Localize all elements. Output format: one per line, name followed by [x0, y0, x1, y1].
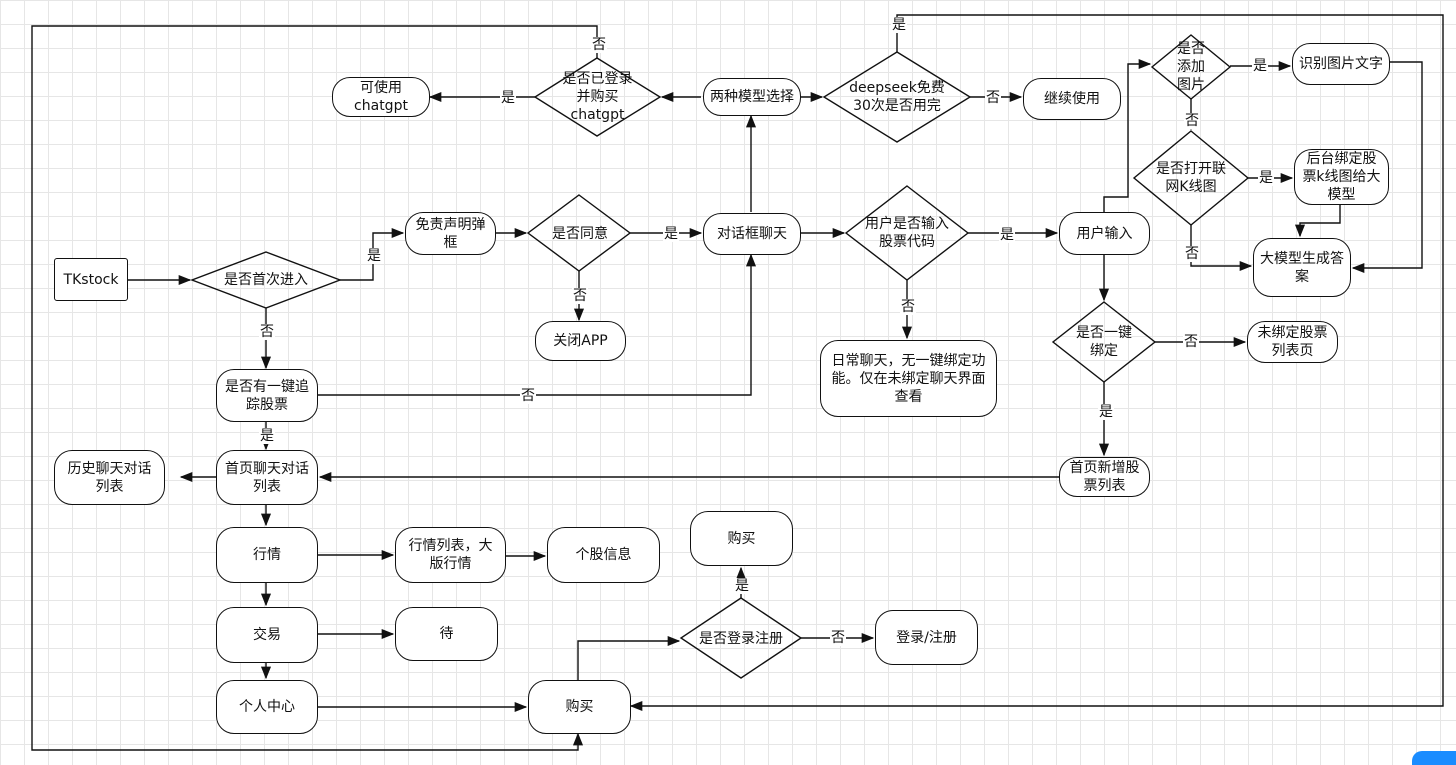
node-one-click-bind: 是否一键绑定 [1076, 325, 1132, 359]
shape-logged-gpt [533, 57, 662, 137]
node-login-register: 登录/注册 [875, 610, 978, 665]
label-no: 否 [520, 388, 536, 404]
node-personal: 个人中心 [216, 680, 318, 734]
node-track-stock: 是否有一键追踪股票 [216, 369, 318, 422]
shape-deepseek-free [822, 51, 972, 143]
node-agree: 是否同意 [552, 226, 608, 242]
node-close-app: 关闭APP [535, 321, 626, 361]
node-buy-top: 购买 [690, 511, 793, 566]
label-yes: 是 [500, 90, 516, 106]
node-llm-answer: 大模型生成答案 [1253, 238, 1351, 297]
label-yes: 是 [259, 428, 275, 444]
label-yes: 是 [999, 227, 1015, 243]
label-no: 否 [1183, 334, 1199, 350]
label-no: 否 [900, 299, 916, 315]
node-can-use-gpt: 可使用chatgpt [332, 77, 430, 117]
node-pending: 待 [395, 607, 498, 661]
label-no: 否 [259, 324, 275, 340]
node-market-list: 行情列表，大版行情 [395, 527, 506, 583]
node-login-check: 是否登录注册 [699, 631, 783, 647]
node-bind-kline: 后台绑定股票k线图给大模型 [1294, 149, 1389, 205]
label-no: 否 [591, 37, 607, 53]
node-history-list: 历史聊天对话列表 [54, 450, 165, 505]
node-disclaimer: 免责声明弹框 [405, 212, 496, 255]
node-deepseek-free: deepseek免费30次是否用完 [849, 80, 945, 114]
node-continue-use: 继续使用 [1023, 78, 1121, 120]
shape-login-check [679, 597, 803, 679]
label-yes: 是 [366, 248, 382, 264]
node-trade: 交易 [216, 607, 318, 663]
node-open-kline: 是否打开联网K线图 [1156, 161, 1226, 195]
node-market: 行情 [216, 527, 318, 583]
node-unbound-list: 未绑定股票列表页 [1247, 321, 1338, 363]
node-tkstock: TKstock [54, 258, 128, 301]
node-first-entry: 是否首次进入 [224, 272, 308, 288]
label-yes: 是 [663, 226, 679, 242]
node-home-chat-list: 首页聊天对话列表 [216, 450, 318, 505]
label-no: 否 [1184, 113, 1200, 129]
node-recognize-text: 识别图片文字 [1292, 43, 1390, 85]
label-no: 否 [830, 630, 846, 646]
node-user-input: 用户输入 [1059, 212, 1150, 255]
label-yes: 是 [734, 578, 750, 594]
node-input-code: 用户是否输入股票代码 [865, 216, 949, 250]
label-yes: 是 [1258, 170, 1274, 186]
corner-widget[interactable] [1412, 751, 1456, 765]
node-stock-info: 个股信息 [547, 527, 660, 583]
node-logged-gpt: 是否已登录并购买chatgpt [562, 71, 633, 123]
label-yes: 是 [891, 17, 907, 33]
node-home-new-list: 首页新增股票列表 [1059, 457, 1150, 497]
label-no: 否 [1184, 246, 1200, 262]
label-yes: 是 [1252, 58, 1268, 74]
node-chat-box: 对话框聊天 [703, 213, 801, 255]
node-add-image: 是否添加图片 [1177, 41, 1205, 93]
label-no: 否 [572, 288, 588, 304]
label-yes: 是 [1098, 404, 1114, 420]
node-daily-chat: 日常聊天，无一键绑定功能。仅在未绑定聊天界面查看 [820, 340, 997, 417]
node-buy: 购买 [528, 680, 631, 734]
node-two-models: 两种模型选择 [703, 78, 801, 116]
label-no: 否 [985, 90, 1001, 106]
